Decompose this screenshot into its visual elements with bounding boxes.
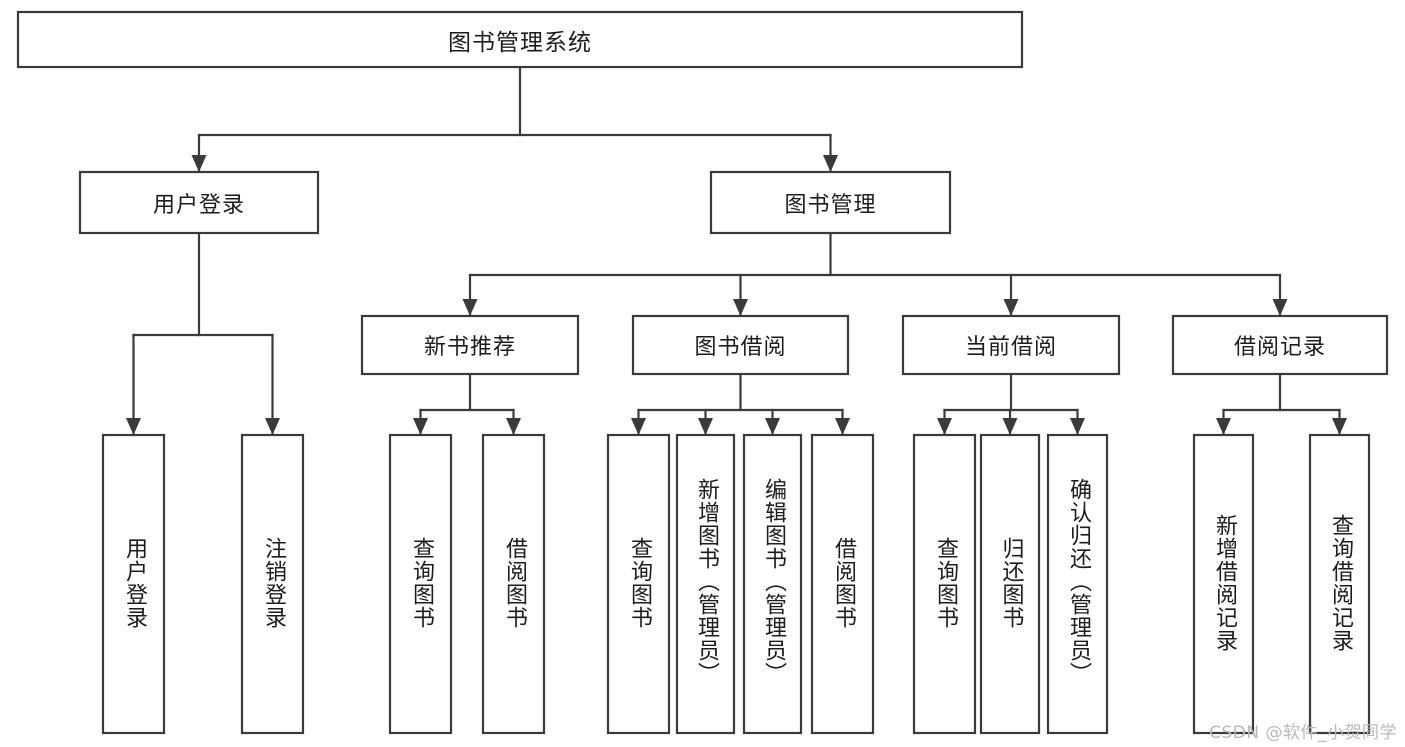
leaf-node-box[interactable]	[912, 433, 977, 735]
level2-node-box[interactable]	[78, 170, 320, 235]
level3-node-box[interactable]	[901, 314, 1121, 376]
leaf-node-box[interactable]	[240, 433, 305, 735]
arrow-head-icon	[1070, 418, 1085, 435]
leaf-node-box[interactable]	[481, 433, 546, 735]
arrow-head-icon	[765, 418, 780, 435]
leaf-node-box[interactable]	[979, 433, 1041, 735]
arrow-head-icon	[413, 418, 428, 435]
arrow-head-icon	[506, 418, 521, 435]
arrow-head-icon	[1216, 418, 1231, 435]
leaf-node-box[interactable]	[606, 433, 671, 735]
arrow-head-icon	[1003, 299, 1019, 316]
arrow-head-icon	[1332, 418, 1347, 435]
leaf-node-box[interactable]	[810, 433, 875, 735]
arrow-head-icon	[1272, 299, 1288, 316]
level3-node-box[interactable]	[360, 314, 580, 376]
level3-node-box[interactable]	[631, 314, 850, 376]
arrow-head-icon	[126, 418, 141, 435]
level2-node-box[interactable]	[709, 170, 952, 235]
leaf-node-box[interactable]	[1192, 433, 1255, 735]
arrow-head-icon	[937, 418, 952, 435]
arrow-head-icon	[835, 418, 850, 435]
arrow-head-icon	[265, 418, 280, 435]
leaf-node-box[interactable]	[742, 433, 803, 735]
leaf-node-box[interactable]	[101, 433, 166, 735]
leaf-node-box[interactable]	[1046, 433, 1109, 735]
arrow-head-icon	[631, 418, 646, 435]
box-layer	[16, 10, 1389, 735]
arrow-head-icon	[733, 299, 748, 316]
leaf-node-box[interactable]	[388, 433, 453, 735]
arrow-head-icon	[462, 299, 478, 316]
connector-layer	[126, 65, 1347, 436]
leaf-node-box[interactable]	[1308, 433, 1371, 735]
arrow-head-icon	[1002, 418, 1018, 435]
root-node-box[interactable]	[16, 10, 1024, 69]
leaf-node-box[interactable]	[675, 433, 736, 735]
level3-node-box[interactable]	[1171, 314, 1389, 376]
arrow-head-icon	[823, 155, 838, 172]
arrow-head-icon	[698, 418, 713, 435]
arrow-head-icon	[191, 155, 207, 172]
